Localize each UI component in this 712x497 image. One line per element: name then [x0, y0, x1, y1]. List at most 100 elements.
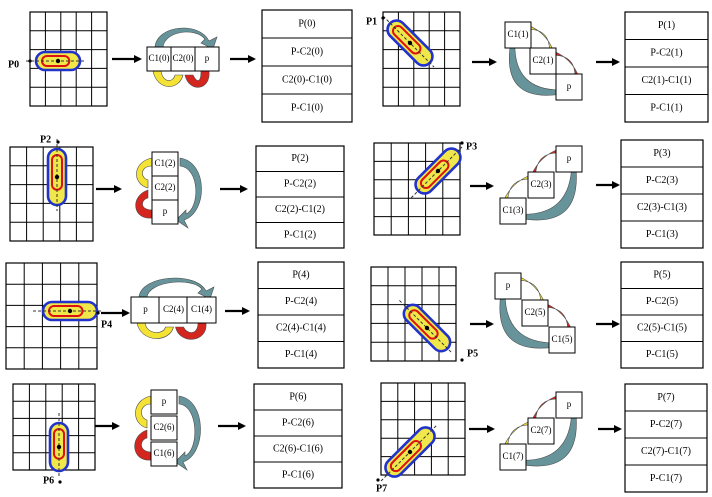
cell-label: p [205, 53, 210, 63]
cell-label: C2(2) [155, 182, 176, 192]
stack-entry: P-C1(0) [291, 102, 323, 113]
pattern-endpoint [28, 59, 32, 63]
panel-p7: P7C1(7)C2(7)pP(7)P-C2(7)C2(7)-C1(7)P-C1(… [376, 382, 708, 494]
cell-box [555, 73, 583, 101]
center-pixel [424, 325, 430, 331]
cell-box [499, 443, 527, 471]
center-pixel [56, 444, 62, 450]
cell-label: p [162, 396, 167, 406]
cell-label: C1(5) [552, 334, 573, 344]
cell-box [555, 391, 583, 419]
pattern-endpoint [460, 141, 464, 145]
stack-entry: P-C2(5) [646, 296, 678, 307]
cell-box [150, 415, 178, 441]
gradient-pattern-loop [410, 146, 463, 199]
neighbour-cell: C1(4) [186, 296, 217, 324]
cell-box [130, 296, 161, 324]
stack-entry: P-C1(3) [646, 229, 678, 240]
neighbour-cell: C1(3) [499, 197, 527, 225]
neighbour-cell: C2(2) [151, 175, 179, 201]
panel-p6: P6pC2(6)C1(6)P(6)P-C2(6)C2(6)-C1(6)P-C1(… [12, 383, 343, 489]
pattern-label: P2 [40, 134, 51, 145]
stack-entry: P-C2(6) [282, 417, 314, 428]
cell-box [158, 296, 189, 324]
neighbour-cell: C1(2) [151, 151, 179, 177]
neighbour-cell: p [130, 296, 161, 324]
cell-box [504, 21, 532, 49]
stack-entry: P-C1(2) [284, 230, 316, 241]
gradient-pattern-loop [46, 139, 68, 211]
cell-box [194, 46, 220, 72]
cell-label: p [163, 206, 168, 216]
neighbour-cell: p [555, 145, 583, 173]
cell-box [527, 417, 555, 445]
neighbour-cell: p [150, 389, 178, 415]
cell-label: p [567, 399, 572, 409]
cell-label: p [567, 153, 572, 163]
pattern-endpoint [460, 358, 464, 362]
stack-entry: C2(0)-C1(0) [282, 74, 332, 85]
gradient-pattern-loop [26, 50, 86, 72]
panel-p0: P0C1(0)C2(0)pP(0)P-C2(0)C2(0)-C1(0)P-C1(… [8, 9, 353, 123]
neighbour-cell: p [194, 46, 220, 72]
gradient-pattern-loop [48, 413, 70, 477]
transition-arrow-red [175, 322, 207, 340]
neighbour-cell: C1(6) [150, 441, 178, 467]
transition-arrow-red [135, 189, 153, 219]
cell-box [186, 296, 217, 324]
stack-entry: P-C1(7) [650, 473, 682, 484]
pattern-label: P7 [376, 483, 387, 494]
neighbour-cell: C1(1) [504, 21, 532, 49]
pattern-endpoint [376, 478, 380, 482]
cell-box [151, 199, 179, 225]
cell-label: C2(5) [525, 307, 546, 317]
center-pixel [407, 449, 413, 455]
neighbour-cell: p [151, 199, 179, 225]
stack-entry: P(4) [292, 270, 309, 281]
stack-entry: C2(5)-C1(5) [637, 323, 687, 334]
center-pixel [407, 40, 413, 46]
pattern-label: P5 [467, 348, 478, 359]
cell-label: C2(1) [533, 55, 554, 65]
cell-label: p [567, 81, 572, 91]
pattern-endpoint [56, 140, 60, 144]
cell-box [521, 299, 549, 327]
transition-arrow-yellow [135, 395, 152, 429]
cell-box [150, 389, 178, 415]
cell-label: p [506, 280, 511, 290]
center-pixel [435, 168, 441, 174]
cell-label: C1(7) [503, 451, 524, 461]
stack-entry: P-C2(0) [291, 46, 323, 57]
neighbour-cell: C1(5) [548, 326, 576, 354]
stack-entry: P-C2(4) [285, 296, 317, 307]
pattern-endpoint [58, 480, 62, 484]
neighbour-cell: p [494, 272, 522, 300]
stack-entry: C2(4)-C1(4) [276, 323, 326, 334]
gradient-pattern-loop [380, 425, 437, 482]
stack-entry: P-C1(5) [646, 349, 678, 360]
center-pixel [67, 308, 73, 314]
transition-arrow-teal [174, 395, 201, 471]
neighbour-cell: C1(7) [499, 443, 527, 471]
transition-arrow-yellow [152, 70, 184, 87]
stack-entry: P(7) [657, 392, 674, 403]
stack-entry: P-C1(4) [285, 349, 317, 360]
neighbour-cell: C2(4) [158, 296, 189, 324]
neighbour-cell: C1(0) [146, 46, 172, 72]
panel-p1: P1C1(1)C2(1)pP(1)P-C2(1)C2(1)-C1(1)P-C1(… [366, 11, 709, 123]
panel-p5: P5pC2(5)C1(5)P(5)P-C2(5)C2(5)-C1(5)P-C1(… [370, 261, 704, 369]
stack-entry: P(0) [298, 18, 315, 29]
stack-entry: P-C1(1) [650, 103, 682, 114]
stack-entry: P(3) [653, 148, 670, 159]
gradient-pattern-loop [382, 15, 435, 68]
transition-arrow-teal [154, 27, 218, 50]
cell-box [494, 272, 522, 300]
cell-box [499, 197, 527, 225]
cell-box [548, 326, 576, 354]
neighbour-cell: C2(6) [150, 415, 178, 441]
stack-entry: P-C2(1) [650, 48, 682, 59]
transition-arrow-yellow [136, 157, 153, 189]
cell-label: C1(4) [191, 304, 212, 314]
cell-label: C2(6) [154, 422, 175, 432]
